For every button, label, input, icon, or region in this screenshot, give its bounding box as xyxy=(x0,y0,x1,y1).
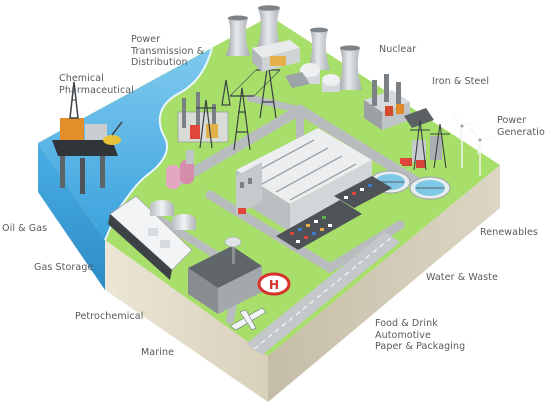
sea-left-side xyxy=(38,143,105,290)
aircraft xyxy=(229,307,267,331)
label-gas-storage: Gas Storage xyxy=(34,262,94,273)
lng-tanker-ship xyxy=(108,195,193,280)
label-power-generation: Power Generation xyxy=(497,115,545,138)
water-tower xyxy=(224,236,242,264)
label-chemical-pharmaceutical: Chemical Pharmaceutical xyxy=(59,73,134,96)
shoreline xyxy=(104,47,213,241)
car-park xyxy=(276,176,392,250)
nuclear-power-station xyxy=(226,5,362,92)
label-petrochemical: Petrochemical xyxy=(75,311,144,322)
label-iron-steel: Iron & Steel xyxy=(432,76,490,87)
wind-turbines xyxy=(451,113,495,176)
terrain-front-side xyxy=(268,165,500,402)
pharma-tanks xyxy=(166,150,194,189)
helipad: H xyxy=(257,272,291,296)
terrain-left-side xyxy=(105,240,268,402)
label-power-transmission-distribution: Power Transmission & Distribution xyxy=(131,34,205,68)
gas-storage-tanks xyxy=(150,200,196,230)
chemical-plant xyxy=(177,79,231,143)
runway-markings xyxy=(253,236,393,350)
offshore-oil-rig xyxy=(52,81,123,194)
label-food-automotive-paper: Food & Drink Automotive Paper & Packagin… xyxy=(375,318,466,352)
label-oil-gas: Oil & Gas xyxy=(2,223,48,234)
substation-marker xyxy=(400,158,408,164)
petrochemical-warehouse xyxy=(188,246,262,314)
main-factory xyxy=(236,128,372,232)
label-water-waste: Water & Waste xyxy=(426,272,498,283)
steel-works xyxy=(364,74,434,130)
crane-marker xyxy=(238,208,246,214)
parked-cars xyxy=(290,184,372,243)
label-nuclear: Nuclear xyxy=(379,44,417,55)
helipad-letter: H xyxy=(269,278,279,292)
label-marine: Marine xyxy=(141,347,175,358)
label-renewables: Renewables xyxy=(480,227,538,238)
